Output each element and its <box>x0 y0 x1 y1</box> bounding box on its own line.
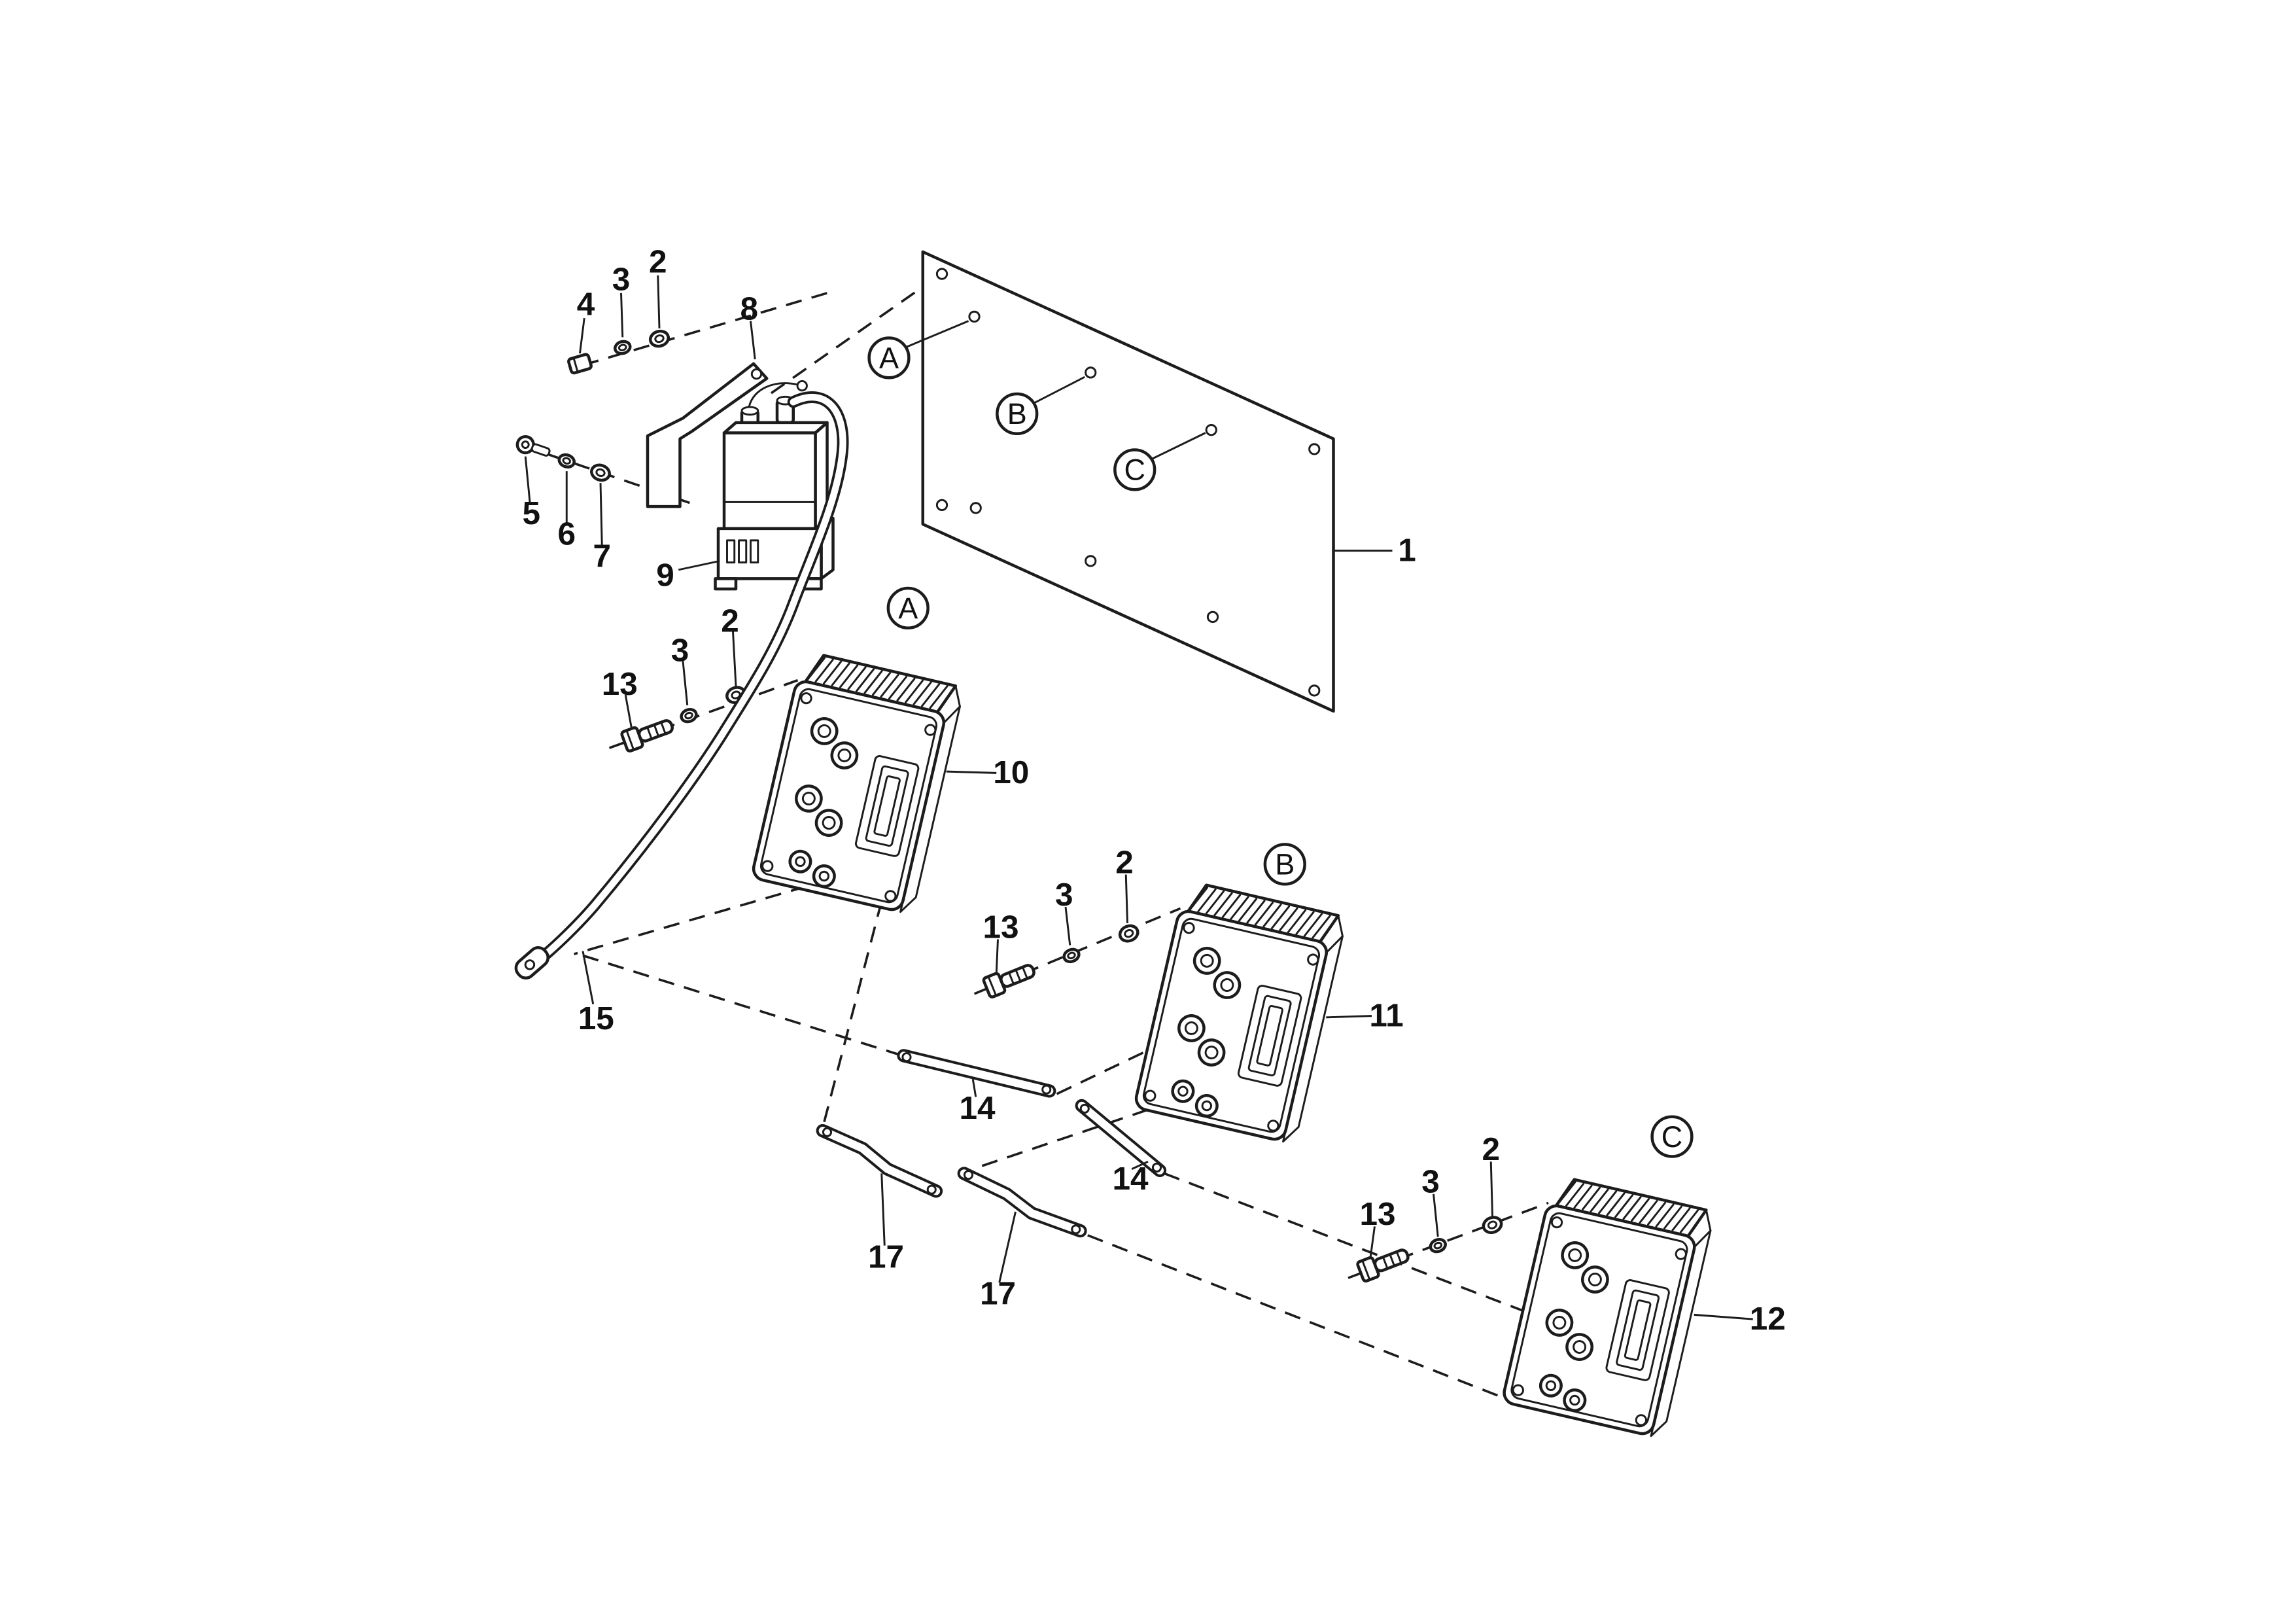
callout-part-12: 12 <box>1750 1301 1786 1337</box>
callout-part-3: 3 <box>1055 877 1073 913</box>
busbar-17a <box>816 1124 943 1198</box>
callout-part-5: 5 <box>522 495 540 531</box>
callout-part-14: 14 <box>959 1090 996 1126</box>
callout-part-14: 14 <box>1112 1161 1149 1197</box>
callout-part-6: 6 <box>557 516 576 552</box>
coil-wire <box>748 382 797 408</box>
washer-3 <box>614 340 631 355</box>
callout-part-8: 8 <box>740 291 758 327</box>
washer-2 <box>1118 923 1140 944</box>
washer-7 <box>589 463 612 482</box>
ref-letter: C <box>1661 1120 1683 1154</box>
callout-part-2: 2 <box>721 603 739 639</box>
contactor <box>714 380 835 591</box>
motor-controller-c <box>1502 1175 1715 1439</box>
callout-part-13: 13 <box>1359 1196 1395 1232</box>
callout-part-3: 3 <box>612 261 631 297</box>
ref-marker-b-plate: B <box>996 392 1039 435</box>
callout-part-9: 9 <box>656 557 674 593</box>
bolt-13 <box>983 960 1037 998</box>
ref-marker-a-plate: A <box>867 336 911 380</box>
ref-marker-b-controller: B <box>1263 843 1306 886</box>
bracket-fastener-set <box>568 329 670 374</box>
cable-lug <box>514 946 549 980</box>
busbar-14b <box>1075 1099 1167 1177</box>
callout-part-10: 10 <box>993 754 1029 790</box>
callout-part-17: 17 <box>868 1239 904 1275</box>
callout-part-3: 3 <box>1421 1164 1440 1200</box>
part-callouts: 4 3 2 8 5 6 7 9 2 3 13 10 15 1 2 3 13 11… <box>522 243 1785 1337</box>
spacer-4 <box>568 354 591 374</box>
ref-letter: B <box>1007 397 1027 431</box>
ref-letter: C <box>1124 453 1146 487</box>
ref-marker-a-controller: A <box>886 586 930 629</box>
ref-letter: A <box>879 342 899 375</box>
callout-part-2: 2 <box>649 243 667 279</box>
ref-marker-c-plate: C <box>1113 448 1157 491</box>
callout-part-7: 7 <box>593 538 611 574</box>
contactor-bracket <box>646 362 769 508</box>
contactor-fastener-set <box>515 434 612 483</box>
callout-part-4: 4 <box>577 287 595 323</box>
callout-part-13: 13 <box>602 666 638 702</box>
busbar-14a <box>897 1049 1056 1098</box>
callout-part-3: 3 <box>671 632 689 668</box>
washer-3 <box>1062 947 1081 964</box>
washer-3 <box>1429 1237 1447 1254</box>
busbar-17b <box>957 1167 1087 1238</box>
nut-2 <box>648 329 670 348</box>
power-cable-15 <box>514 391 849 980</box>
callout-part-2: 2 <box>1482 1131 1500 1167</box>
ref-letter: A <box>898 591 918 625</box>
callout-part-17: 17 <box>980 1276 1016 1312</box>
reference-markers: A B C A B C <box>867 320 1694 1158</box>
washer-3 <box>680 707 698 724</box>
bolt-13 <box>621 715 675 752</box>
motor-controller-b <box>1134 881 1348 1144</box>
washer-2 <box>1481 1215 1503 1235</box>
screw-5 <box>515 434 552 461</box>
callout-part-15: 15 <box>578 1000 614 1036</box>
callout-part-2: 2 <box>1115 844 1134 880</box>
ref-marker-c-controller: C <box>1650 1115 1694 1158</box>
motor-controller-a <box>752 651 965 915</box>
callout-part-1: 1 <box>1398 532 1416 568</box>
callout-leaders <box>524 275 1753 1320</box>
ref-letter: B <box>1275 848 1295 881</box>
callout-part-13: 13 <box>983 909 1018 945</box>
callout-part-11: 11 <box>1369 997 1403 1033</box>
washer-6 <box>557 453 576 469</box>
